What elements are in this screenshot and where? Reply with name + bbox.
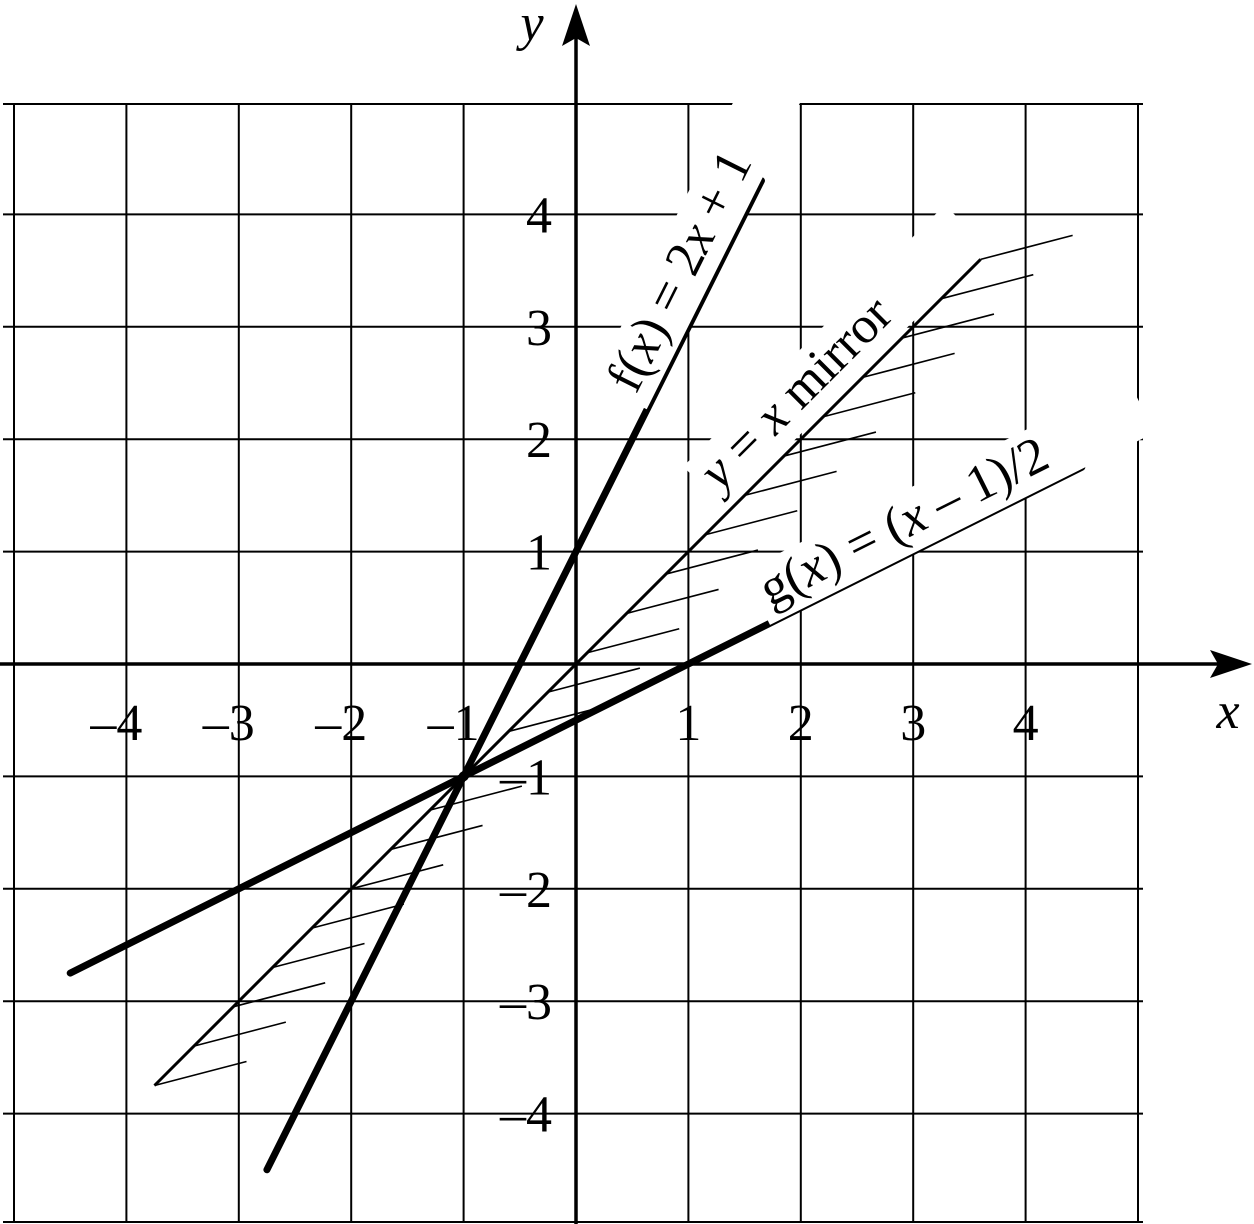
y-tick-label: –4 — [499, 1087, 552, 1144]
x-tick-label: –3 — [202, 695, 255, 752]
hatch-mark — [587, 627, 680, 654]
y-axis-label: y — [515, 0, 544, 52]
x-tick-label: –4 — [89, 695, 142, 752]
x-tick-label: –2 — [314, 695, 367, 752]
hatch-mark — [547, 667, 641, 693]
tick-labels: –4 –3 –2 –1 1 2 3 4 –4 –3 –2 –1 1 2 3 4 — [89, 187, 1038, 1143]
x-tick-label: 1 — [675, 695, 701, 752]
hatch-mark — [154, 1060, 247, 1087]
hatch-mark — [508, 706, 601, 733]
svg-text:g(x) = (x – 1)/2: g(x) = (x – 1)/2 — [750, 426, 1057, 618]
axes — [0, 4, 1252, 1224]
y-tick-label: 4 — [526, 187, 552, 244]
x-tick-label: 2 — [788, 695, 814, 752]
hatch-mark — [665, 549, 759, 575]
hatch-mark — [901, 313, 995, 339]
x-axis-label: x — [1215, 683, 1239, 740]
hatch-mark — [980, 234, 1073, 261]
hatch-mark — [941, 273, 1034, 300]
label-g-part: – 1)/2 — [910, 426, 1057, 538]
y-tick-label: 1 — [526, 525, 552, 582]
hatch-mark — [744, 470, 837, 497]
y-axis-arrow — [562, 4, 590, 46]
label-f-of-x: f(x) = 2x + 1 — [593, 38, 819, 410]
hatch-mark — [626, 588, 719, 615]
intersection-point — [458, 771, 469, 782]
y-tick-label: –2 — [499, 862, 552, 919]
hatch-mark — [350, 864, 444, 890]
x-tick-label: 4 — [1013, 695, 1039, 752]
y-tick-label: –1 — [499, 749, 552, 806]
curve-labels: f(x) = 2x + 1 y = x mirror g(x) = (x – 1… — [593, 38, 1155, 625]
y-tick-label: 2 — [526, 412, 552, 469]
x-axis-arrow — [1210, 650, 1252, 678]
svg-text:y = x mirror: y = x mirror — [685, 285, 904, 504]
hatch-mark — [272, 942, 365, 969]
hatch-mark — [232, 982, 326, 1008]
mirror-hatching — [154, 234, 1073, 1087]
hatch-mark — [862, 352, 955, 379]
x-tick-label: 3 — [900, 695, 926, 752]
hatch-mark — [193, 1021, 287, 1047]
hatch-mark — [311, 903, 405, 929]
y-tick-label: 3 — [526, 300, 552, 357]
hatch-mark — [823, 391, 916, 418]
series-line-2 — [153, 258, 982, 1087]
series-line-1 — [263, 177, 765, 1174]
hatch-mark — [705, 509, 798, 536]
y-tick-label: –3 — [499, 974, 552, 1031]
x-tick-label: –1 — [427, 695, 480, 752]
svg-text:f(x) = 2x + 1: f(x) = 2x + 1 — [596, 142, 764, 401]
hatch-mark — [783, 431, 877, 457]
